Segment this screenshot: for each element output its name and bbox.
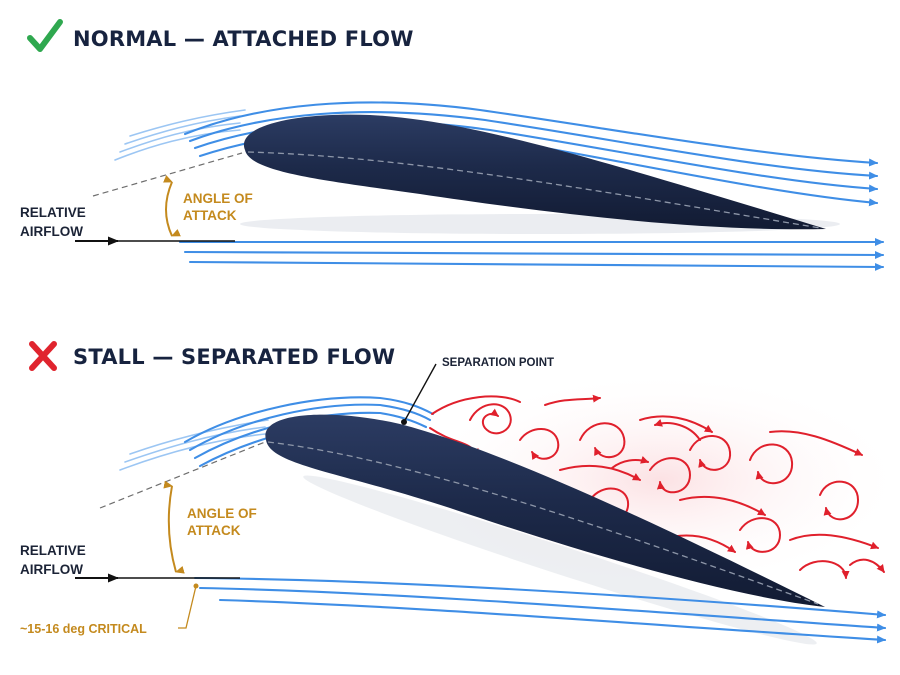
normal-angle-label-1: ANGLE OF xyxy=(183,191,253,206)
stall-relative-airflow-label-2: AIRFLOW xyxy=(20,562,83,577)
stall-vortices xyxy=(429,394,885,579)
stall-angle-label-2: ATTACK xyxy=(187,523,241,538)
stall-airfoil xyxy=(265,414,825,645)
normal-lower-streamline-2 xyxy=(183,250,885,259)
normal-airfoil xyxy=(240,114,840,234)
normal-upper-streamlines-inlet xyxy=(114,109,246,161)
stall-lower-streamline-1 xyxy=(193,576,887,619)
stall-lower-streamline-2 xyxy=(198,586,887,632)
normal-relative-airflow-label-2: AIRFLOW xyxy=(20,224,83,239)
normal-chord-extension xyxy=(92,152,243,197)
normal-lower-streamline-3 xyxy=(188,260,885,271)
separation-point-label: SEPARATION POINT xyxy=(442,357,554,369)
critical-angle-label: ~15-16 deg CRITICAL xyxy=(20,622,147,636)
stall-relative-airflow-label-1: RELATIVE xyxy=(20,543,86,558)
cross-icon xyxy=(29,341,57,371)
stall-angle-label-1: ANGLE OF xyxy=(187,506,257,521)
normal-panel: NORMAL — ATTACHED FLOW RELATIVE xyxy=(20,19,885,271)
normal-angle-label-2: ATTACK xyxy=(183,208,237,223)
stall-panel: STALL — SEPARATED FLOW xyxy=(20,341,900,645)
stall-title: STALL — SEPARATED FLOW xyxy=(73,345,395,369)
check-icon xyxy=(27,19,63,52)
stall-lower-streamline-3 xyxy=(218,598,887,644)
normal-title: NORMAL — ATTACHED FLOW xyxy=(73,27,414,51)
normal-angle-arc xyxy=(163,175,181,237)
wake-glow xyxy=(410,370,900,590)
normal-relative-airflow-label-1: RELATIVE xyxy=(20,205,86,220)
stall-chord-extension xyxy=(99,441,266,509)
critical-angle-callout: ~15-16 deg CRITICAL xyxy=(20,583,199,636)
separation-point-callout: SEPARATION POINT xyxy=(401,357,554,425)
stall-angle-arc xyxy=(163,480,185,574)
